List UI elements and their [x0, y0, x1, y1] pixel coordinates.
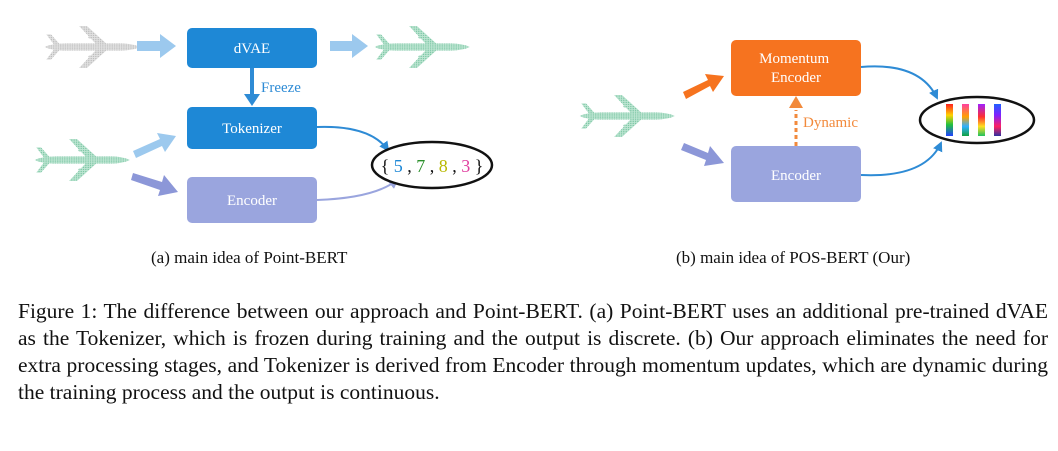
continuous-feature-bar [978, 104, 985, 136]
encoder-to-features-arrow [860, 141, 943, 177]
feature-ellipse [918, 95, 1036, 145]
token-brace-open: { [381, 156, 390, 176]
arrow-to-dvae [137, 34, 176, 58]
dynamic-label: Dynamic [803, 115, 858, 131]
encoder-to-tokens-arrow [316, 178, 399, 201]
arrow-to-encoder-b [681, 143, 724, 166]
panel-b: Momentum Encoder Dynamic Encoder [579, 40, 1036, 202]
plane-input-gray-icon [44, 26, 140, 68]
panel-a: dVAE Freeze Tokenizer Encoder { 5 , 7 , … [34, 26, 494, 223]
plane-input-green-b-icon [579, 95, 675, 137]
token-comma: , [407, 156, 412, 176]
token-comma: , [452, 156, 457, 176]
freeze-label: Freeze [261, 80, 301, 96]
token-value: 5 [394, 156, 403, 176]
encoder-label-a: Encoder [227, 193, 277, 209]
figure-caption: Figure 1: The difference between our app… [18, 299, 1048, 404]
dvae-box [187, 28, 317, 68]
momentum-to-features-arrow [860, 65, 939, 100]
token-ellipse [370, 140, 494, 190]
discrete-tokens: { 5 , 7 , 8 , 3 } [381, 156, 484, 176]
dynamic-arrowhead [789, 96, 803, 108]
dvae-label: dVAE [234, 41, 270, 57]
encoder-label-b: Encoder [771, 168, 821, 184]
arrow-from-dvae [330, 34, 368, 58]
encoder-box-b [731, 146, 861, 202]
encoder-box-a [187, 177, 317, 223]
caption-panel-a: (a) main idea of Point-BERT [151, 248, 348, 267]
momentum-encoder-line2: Encoder [771, 70, 821, 86]
arrow-to-momentum-encoder [683, 74, 724, 99]
continuous-feature-bar [962, 104, 969, 136]
caption-panel-b: (b) main idea of POS-BERT (Our) [676, 248, 911, 267]
tokenizer-to-tokens-arrow [316, 125, 390, 152]
continuous-feature-bar [946, 104, 953, 136]
plane-input-green-icon [34, 139, 130, 181]
continuous-feature-bar [994, 104, 1001, 136]
token-value: 7 [416, 156, 425, 176]
momentum-encoder-line1: Momentum [759, 51, 829, 67]
token-comma: , [430, 156, 435, 176]
arrow-to-encoder-a [131, 173, 178, 196]
figure-diagram: dVAE Freeze Tokenizer Encoder { 5 , 7 , … [34, 26, 1036, 223]
token-value: 8 [439, 156, 448, 176]
tokenizer-label: Tokenizer [222, 121, 282, 137]
momentum-encoder-label: Momentum Encoder [759, 51, 833, 86]
tokenizer-box [187, 107, 317, 149]
freeze-arrowhead [244, 94, 260, 106]
token-value: 3 [461, 156, 470, 176]
arrow-to-tokenizer [133, 133, 176, 158]
momentum-encoder-box [731, 40, 861, 96]
token-brace-close: } [475, 156, 484, 176]
plane-output-green-icon [374, 26, 470, 68]
